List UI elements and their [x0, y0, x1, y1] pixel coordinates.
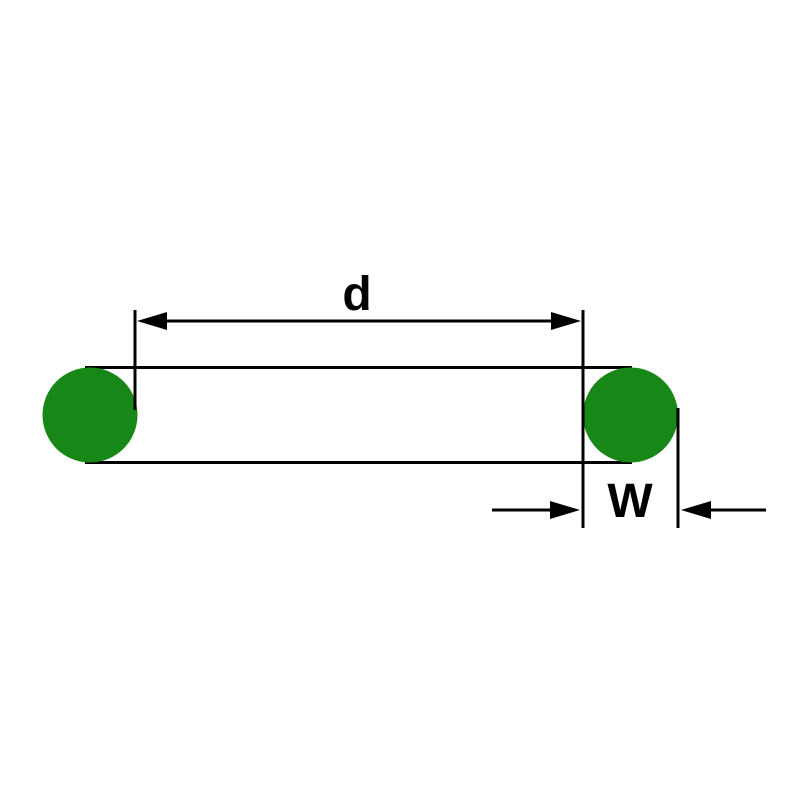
w-arrowhead-right-icon — [681, 501, 711, 519]
d-arrowhead-right-icon — [551, 312, 581, 330]
o-ring-cross-section-left — [42, 367, 138, 463]
width-dimension-label: W — [607, 475, 653, 528]
o-ring-cross-section-right — [583, 367, 678, 463]
d-arrowhead-left-icon — [137, 312, 167, 330]
diameter-dimension-label: d — [342, 268, 371, 321]
w-arrowhead-left-icon — [550, 501, 580, 519]
